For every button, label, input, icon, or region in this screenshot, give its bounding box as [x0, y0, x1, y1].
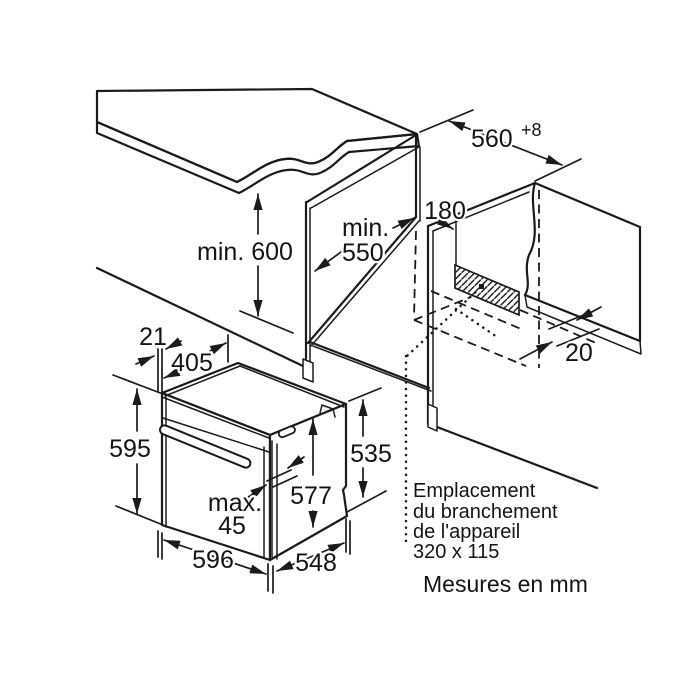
dim-oven-rear-height: 535	[346, 387, 394, 513]
connection-offset-label: 180	[424, 197, 466, 225]
connection-point-dot	[479, 284, 484, 289]
dim-niche-width: 560 +8	[419, 109, 582, 182]
oven-depth-label: 548	[295, 549, 337, 577]
oven	[158, 361, 349, 562]
oven-side-grip	[277, 425, 296, 439]
hidden-edges	[413, 190, 597, 368]
connection-note-line3: de l'appareil	[413, 521, 520, 543]
connection-area	[454, 217, 520, 317]
dim-oven-depth: 548	[276, 518, 351, 579]
dim-niche-depth: min. 550	[314, 212, 391, 272]
cabinet-plinth-foot	[302, 358, 314, 383]
wall-plinth-foot	[427, 403, 438, 432]
oven-rear-height-label: 535	[350, 440, 392, 468]
dim-top-setback: 405	[163, 334, 229, 379]
door-protrusion-label-line2: 45	[218, 512, 246, 540]
niche-cabinet	[302, 133, 432, 392]
floor-lines	[95, 266, 599, 490]
notes: Emplacement du branchement de l'appareil…	[411, 478, 590, 600]
oven-door-handle	[158, 424, 252, 469]
dim-rear-wall-gap: 20	[519, 306, 602, 369]
oven-width-label: 596	[192, 546, 234, 574]
niche-depth-label-line2: 550	[342, 239, 384, 267]
top-setback-label: 405	[171, 349, 213, 377]
oven-body-height-label: 577	[290, 482, 332, 510]
connection-note-line2: du branchement	[413, 501, 558, 523]
oven-height-label: 595	[109, 435, 151, 463]
niche-width-label: 560	[471, 125, 513, 153]
dimensions: min. 600 min. 550 560 +8 180 20	[107, 109, 602, 594]
connection-note-line4: 320 x 115	[413, 541, 499, 563]
side-wall	[426, 181, 642, 432]
dim-oven-height: 595	[107, 374, 164, 526]
door-protrusion-label-line1: max.	[208, 489, 262, 517]
units-note: Mesures en mm	[423, 571, 588, 597]
rear-wall-edge-band	[524, 294, 642, 355]
dim-door-protrusion: max. 45	[206, 455, 305, 542]
niche-width-tolerance-label: +8	[521, 120, 542, 140]
dim-front-frame-overlap: 21	[135, 321, 183, 397]
dim-connection-offset: 180	[392, 195, 468, 230]
dim-niche-height: min. 600	[195, 193, 295, 334]
dim-oven-width: 596	[157, 530, 274, 594]
connection-hatch-zone	[454, 263, 520, 317]
worktop-surface	[95, 87, 419, 184]
connection-leader	[404, 286, 499, 549]
rear-wall-gap-label: 20	[565, 339, 593, 367]
worktop-front-edge	[95, 120, 421, 195]
front-frame-overlap-label: 21	[139, 323, 167, 351]
dim-oven-body-height: 577	[288, 418, 334, 528]
connection-note-line1: Emplacement	[413, 480, 536, 502]
worktop	[95, 87, 421, 195]
niche-depth-label-line1: min.	[342, 214, 389, 242]
niche-height-label: min. 600	[197, 238, 293, 266]
